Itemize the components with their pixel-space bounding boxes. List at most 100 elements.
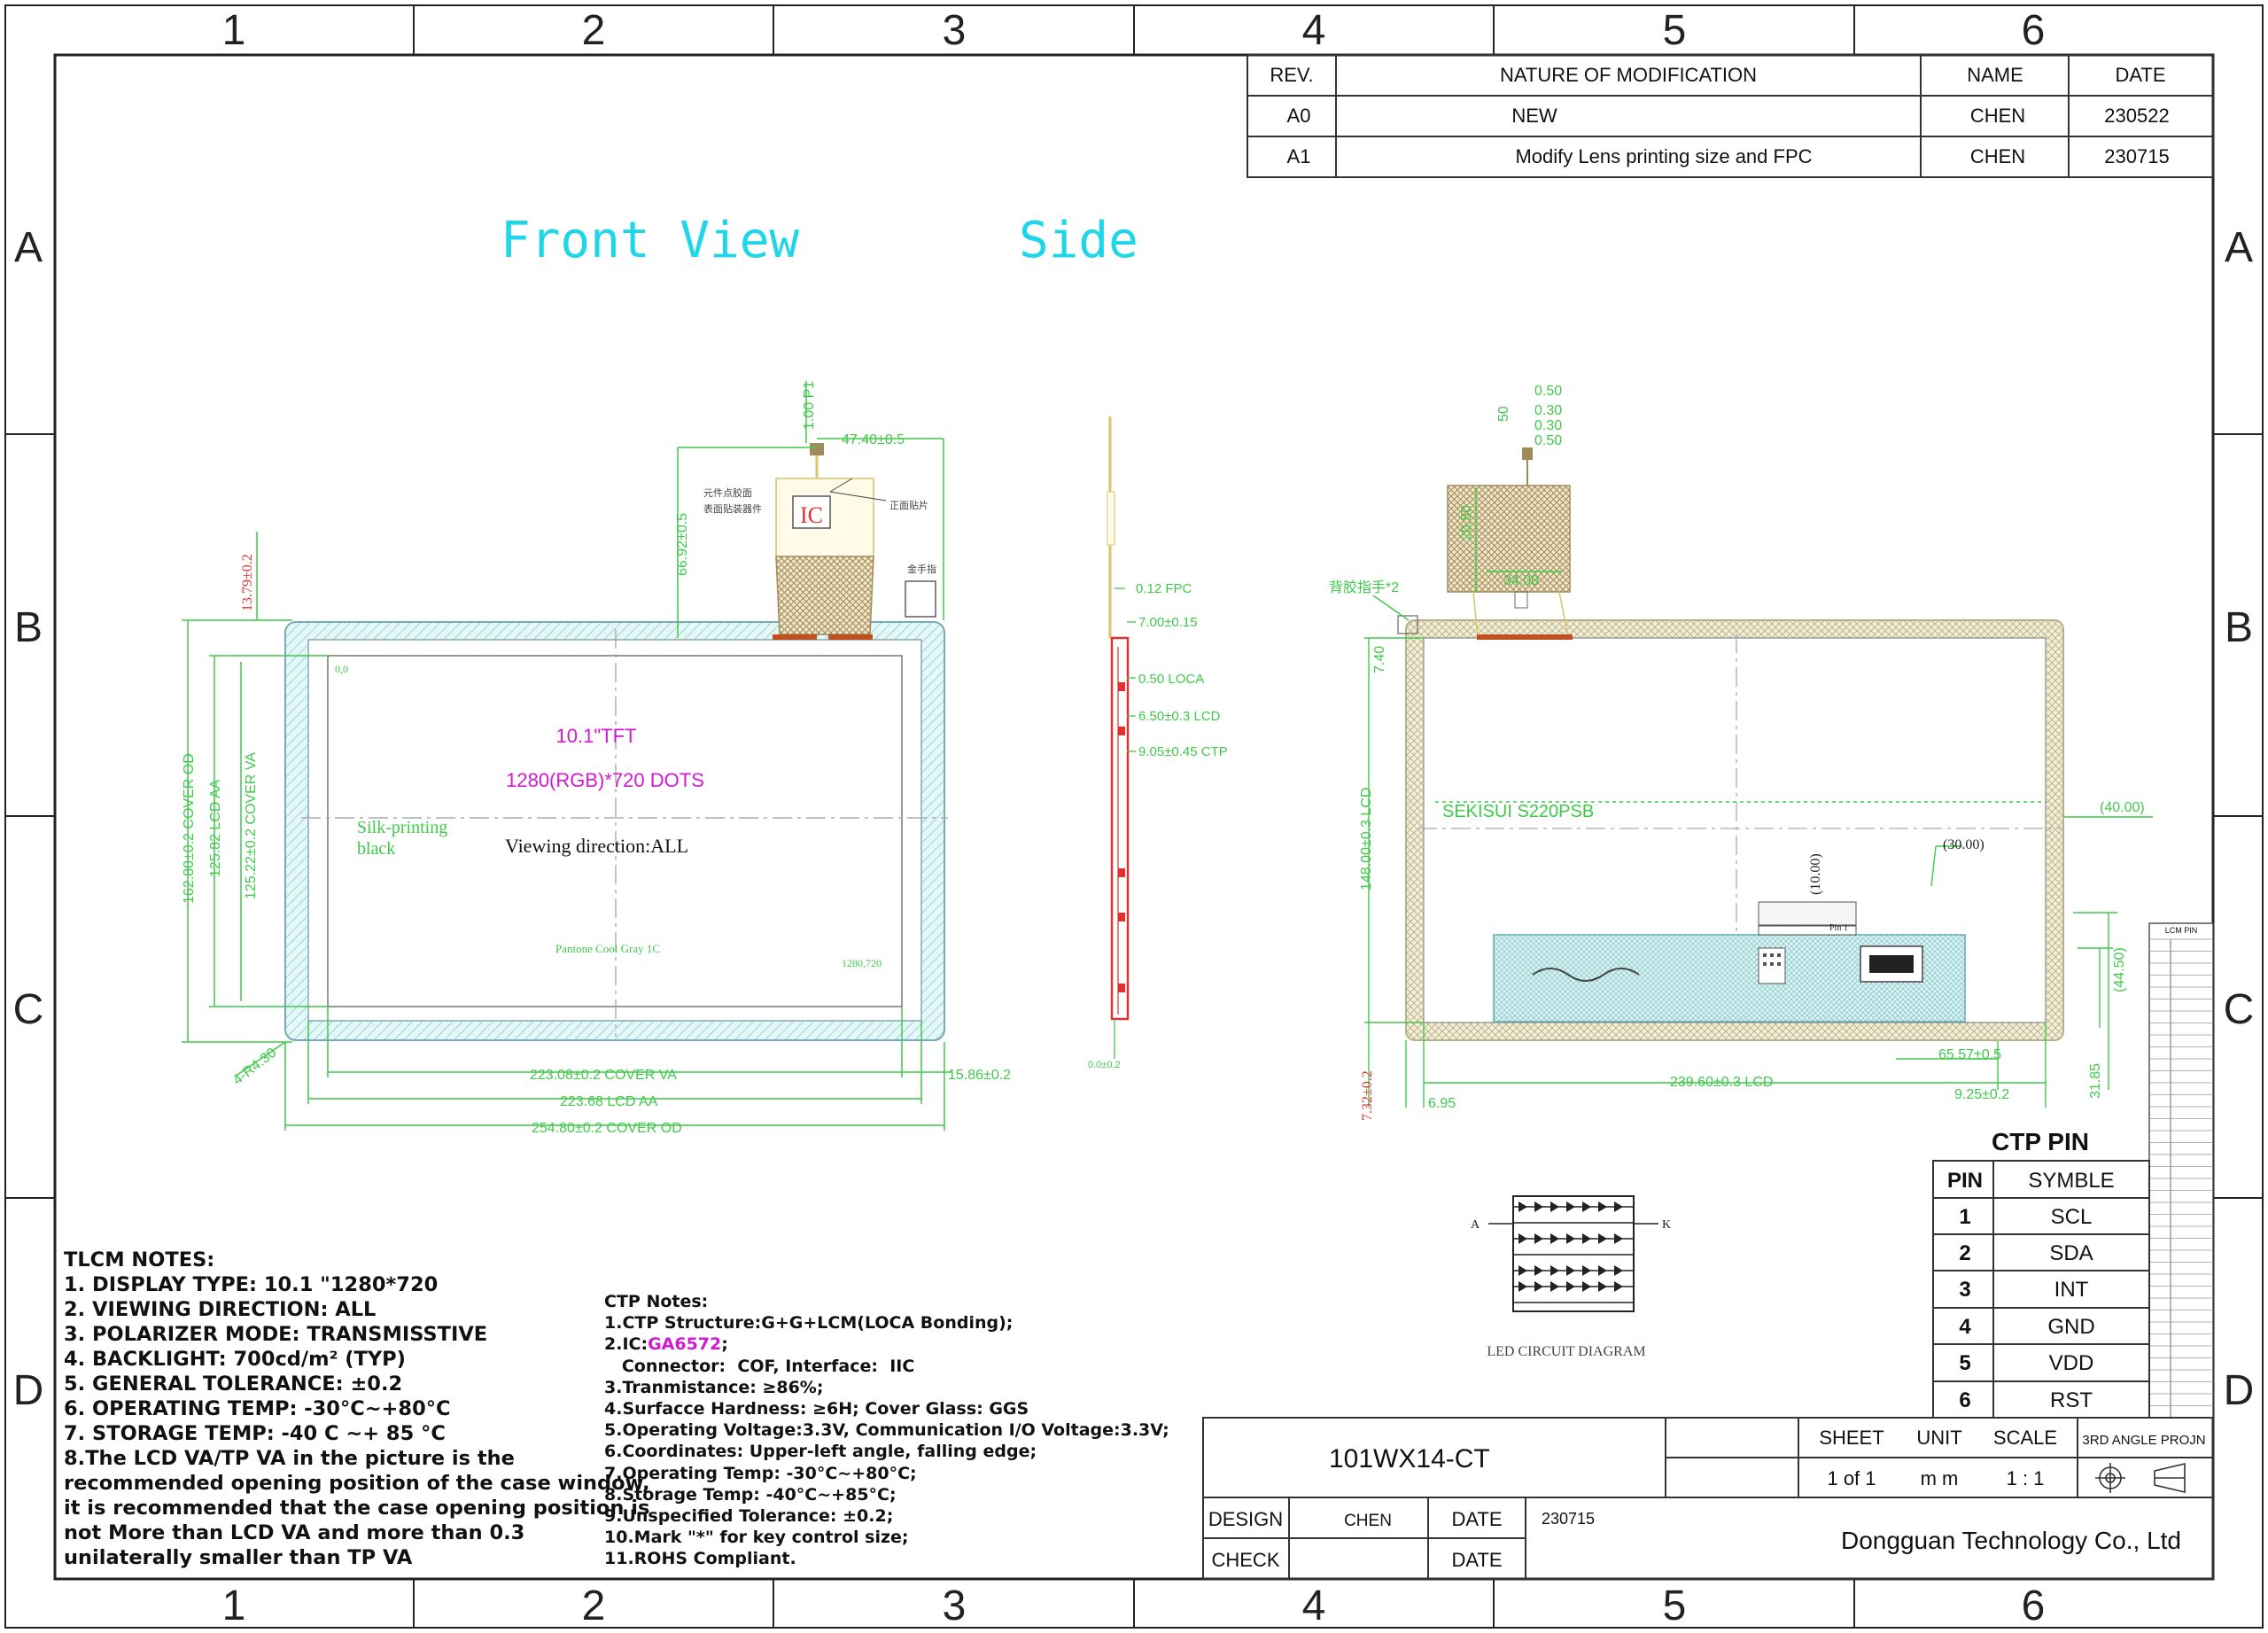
check-date-label: DATE	[1451, 1549, 1502, 1571]
ctp-pin-symbol: VDD	[2049, 1351, 2094, 1375]
zone-col-1-bottom: 1	[222, 1582, 246, 1629]
side-view-title: Side	[1019, 212, 1138, 269]
tlcm-note-line: not More than LCD VA and more than 0.3	[64, 1521, 525, 1544]
ctp-note-line: 7.Operating Temp: -30°C~+80°C;	[604, 1463, 917, 1483]
name-header: NAME	[1967, 64, 2023, 86]
zone-col-1-top: 1	[222, 7, 246, 54]
unit-value: m m	[1921, 1467, 1959, 1489]
rev-cell: A0	[1287, 105, 1311, 127]
pin1-label: Pin 1	[1829, 923, 1848, 933]
zone-col-2-top: 2	[582, 7, 606, 54]
dimension-label: 0.30	[1534, 418, 1562, 433]
date-header: DATE	[2115, 64, 2165, 86]
ctp-ic-value: GA6572	[648, 1334, 722, 1355]
ctp-pin-table	[1932, 1160, 2150, 1419]
fpc-note: 元件点胶面	[703, 486, 752, 499]
name-cell: CHEN	[1970, 145, 2025, 167]
side-view: 0.12 FPC 7.00±0.15 0.50 LOCA 6.50±0.3 LC…	[1088, 416, 1228, 1070]
dimension-label: 0.50	[1534, 384, 1562, 399]
ctp-note-line: 8.Storage Temp: -40°C~+85°C;	[604, 1484, 897, 1505]
tlcm-notes: TLCM NOTES: 1. DISPLAY TYPE: 10.1 "1280*…	[64, 1248, 650, 1570]
tlcm-note-line: 5. GENERAL TOLERANCE: ±0.2	[64, 1372, 403, 1396]
dimension-label: 223.68 LCD AA	[560, 1094, 658, 1109]
name-cell: CHEN	[1970, 105, 2025, 127]
sheet-label: SHEET	[1819, 1427, 1884, 1449]
dimension-label: 1.00 P1	[802, 381, 817, 430]
dimension-label: 4-R4.30	[230, 1046, 279, 1089]
design-label: DESIGN	[1208, 1508, 1283, 1530]
projection-label: 3RD ANGLE PROJN	[2082, 1433, 2205, 1448]
ctp-pin-header: PIN	[1947, 1169, 1983, 1193]
silk-printing-label: black	[357, 839, 395, 859]
ctp-note-line: 4.Surfacce Hardness: ≥6H; Cover Glass: G…	[604, 1399, 1029, 1419]
title-block	[1202, 1417, 2214, 1580]
tlcm-note-line: unilaterally smaller than TP VA	[64, 1546, 413, 1569]
nature-cell: Modify Lens printing size and FPC	[1515, 145, 1812, 167]
ctp-pin-number: 5	[1959, 1351, 1970, 1375]
dimension-label: 162.80±0.2 COVER OD	[182, 753, 197, 904]
ctp-notes-title: CTP Notes:	[604, 1292, 709, 1311]
led-circuit-diagram: A K LED CIRCUIT DIAGRAM	[1471, 1195, 1671, 1359]
silk-printing-label: Silk-printing	[357, 818, 447, 837]
ctp-ic-suffix: ;	[721, 1334, 728, 1355]
ctp-pin-symbol: INT	[2054, 1278, 2089, 1302]
tlcm-note-line: it is recommended that the case opening …	[64, 1497, 650, 1520]
origin-label: 0,0	[335, 663, 348, 675]
dimension-label: 148.00±0.3 LCD	[1359, 788, 1374, 890]
ctp-pin-number: 1	[1959, 1205, 1970, 1229]
rev-header: REV.	[1270, 64, 1313, 86]
zone-col-2-bottom: 2	[582, 1582, 606, 1629]
ctp-pin-symbol: RST	[2050, 1388, 2093, 1412]
zone-row-c-right: C	[2224, 986, 2255, 1033]
zone-row-b-left: B	[14, 604, 43, 651]
ctp-note-line: 1.CTP Structure:G+G+LCM(LOCA Bonding);	[604, 1313, 1014, 1334]
dimension-label: 9.05±0.45 CTP	[1138, 744, 1228, 759]
dimension-label: 0.50	[1534, 433, 1562, 448]
zone-row-d-left: D	[13, 1367, 44, 1414]
tlcm-note-line: 6. OPERATING TEMP: -30°C~+80°C	[64, 1397, 451, 1420]
ctp-pin-symbol: GND	[2047, 1315, 2094, 1339]
dimension-label: 66.92±0.5	[675, 513, 690, 576]
dimension-label: 7.00±0.15	[1138, 615, 1198, 630]
led-cathode-label: K	[1662, 1218, 1671, 1232]
dimension-label: 0.0±0.2	[1088, 1060, 1121, 1070]
tlcm-note-line: 2. VIEWING DIRECTION: ALL	[64, 1298, 377, 1321]
date-value: 230715	[1542, 1510, 1595, 1528]
ctp-note-line: 10.Mark "*" for key control size;	[604, 1528, 909, 1548]
zone-col-3-bottom: 3	[943, 1582, 967, 1629]
dimension-label: 47.40±0.5	[842, 432, 905, 447]
dimension-label: 34.00	[1503, 573, 1539, 588]
zone-col-6-top: 6	[2022, 7, 2046, 54]
led-caption: LED CIRCUIT DIAGRAM	[1487, 1344, 1645, 1359]
ctp-symbol-header: SYMBLE	[2028, 1169, 2114, 1193]
pantone-label: Pantone Cool Gray 1C	[555, 942, 660, 955]
dimension-label: (44.50)	[2112, 947, 2127, 992]
tlcm-note-line: 1. DISPLAY TYPE: 10.1 "1280*720	[64, 1273, 439, 1296]
dimension-label: 15.86±0.2	[948, 1068, 1011, 1083]
fpc-note: 表面贴装器件	[703, 502, 762, 515]
fpc-note: 正面贴片	[889, 499, 928, 511]
dimension-label: 125.22±0.2 COVER VA	[244, 752, 259, 899]
zone-ticks	[5, 5, 2263, 1628]
tlcm-note-line: 8.The LCD VA/TP VA in the picture is the	[64, 1447, 515, 1470]
dimension-label: 50	[1496, 406, 1511, 422]
lcm-pin-table: LCM PIN	[2148, 922, 2214, 1419]
ctp-pin-number: 4	[1959, 1315, 1971, 1339]
dimension-label: 9.25±0.2	[1954, 1087, 2009, 1102]
ctp-note-line: Connector: COF, Interface: IIC	[604, 1356, 915, 1376]
ctp-note-line: 11.ROHS Compliant.	[604, 1549, 796, 1569]
back-view: Pin 1 SEKISUI S220PSB	[1329, 384, 2153, 1121]
zone-row-b-right: B	[2225, 604, 2253, 651]
nature-header: NATURE OF MODIFICATION	[1500, 64, 1757, 86]
dimension-label: 223.08±0.2 COVER VA	[530, 1068, 677, 1083]
design-value: CHEN	[1344, 1512, 1392, 1530]
unit-label: UNIT	[1916, 1427, 1961, 1449]
dimension-label: 239.60±0.3 LCD	[1670, 1075, 1773, 1090]
lcm-pin-title: LCM PIN	[2165, 926, 2198, 935]
zone-row-a-right: A	[2225, 224, 2253, 271]
tlcm-note-line: 4. BACKLIGHT: 700cd/m² (TYP)	[64, 1348, 406, 1371]
dimension-label: 0.50 LOCA	[1138, 672, 1204, 687]
check-label: CHECK	[1211, 1549, 1279, 1571]
resolution-label: 1280(RGB)*720 DOTS	[506, 769, 704, 791]
front-view-title: Front View	[501, 212, 799, 269]
